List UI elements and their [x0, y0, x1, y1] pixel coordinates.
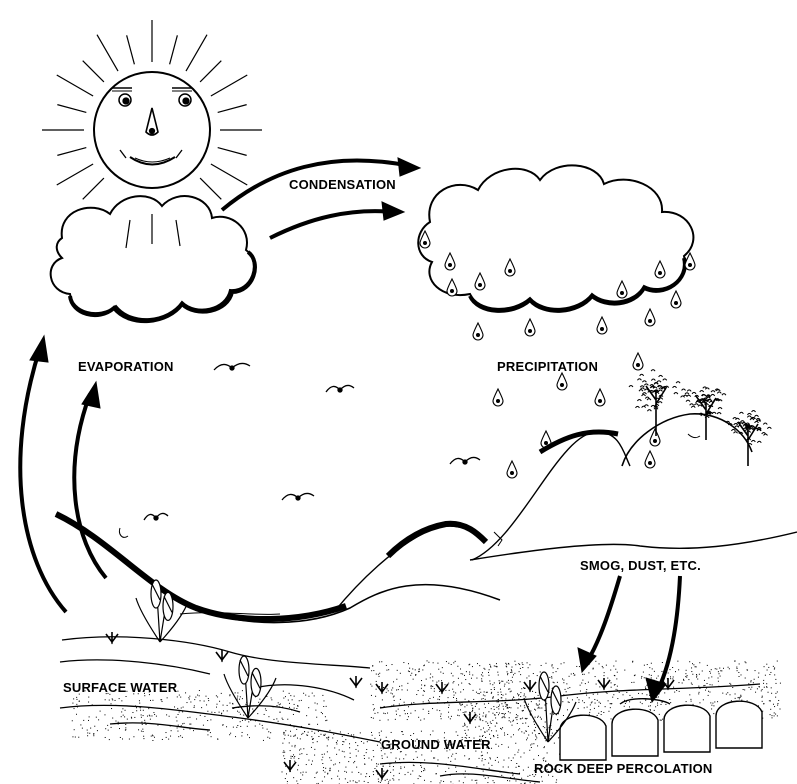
raindrop-icon	[556, 371, 568, 391]
grass-tuft-icon	[435, 682, 449, 695]
grass-tuft-icon	[375, 682, 389, 695]
raindrop-icon	[472, 321, 484, 341]
label-evaporation: EVAPORATION	[78, 359, 174, 374]
bedrock	[559, 698, 763, 761]
evaporation-arrows	[18, 334, 108, 614]
tree-icon	[628, 369, 686, 436]
raindrop-icon	[504, 257, 516, 277]
valley	[54, 511, 797, 624]
condensation-arrows	[220, 157, 422, 240]
grass-tuft-icon	[463, 712, 477, 725]
raindrop-icon	[644, 449, 656, 469]
raindrop-icon	[644, 307, 656, 327]
label-ground-water: GROUND WATER	[381, 737, 491, 752]
grass-tuft-icon	[349, 676, 363, 689]
ground-lines	[59, 636, 761, 783]
raindrop-icon	[649, 427, 661, 447]
raindrop-icon	[654, 259, 666, 279]
label-condensation: CONDENSATION	[289, 177, 396, 192]
raindrops	[419, 229, 696, 479]
cattail-icon	[135, 579, 189, 643]
tree-icon	[725, 409, 772, 466]
grass-tuft-icon	[215, 650, 229, 663]
raindrop-icon	[684, 251, 696, 271]
grass-tuft-icon	[283, 760, 297, 773]
raindrop-icon	[446, 277, 458, 297]
raindrop-icon	[444, 251, 456, 271]
grass-tuft-icon	[375, 768, 389, 781]
raindrop-icon	[506, 459, 518, 479]
raindrop-icon	[474, 271, 486, 291]
label-smog-dust: SMOG, DUST, ETC.	[580, 558, 701, 573]
raindrop-icon	[594, 387, 606, 407]
cloud-left-icon	[49, 195, 257, 323]
label-surface-water: SURFACE WATER	[63, 680, 178, 695]
trees	[628, 369, 772, 466]
cattail-icon	[523, 671, 577, 743]
grass-tuft-icon	[661, 678, 675, 691]
raindrop-icon	[670, 289, 682, 309]
tree-icon	[682, 386, 727, 440]
label-rock-deep-percolation: ROCK DEEP PERCOLATION	[534, 761, 713, 776]
raindrop-icon	[419, 229, 431, 249]
raindrop-icon	[632, 351, 644, 371]
birds	[143, 362, 481, 521]
cattail-icon	[223, 655, 277, 719]
grass-tuft-icon	[105, 632, 119, 645]
grass-tuft-icon	[523, 680, 537, 693]
raindrop-icon	[616, 279, 628, 299]
sun-lower-rays	[125, 214, 181, 249]
grass-tuft-icon	[597, 678, 611, 691]
raindrop-icon	[524, 317, 536, 337]
sun-icon	[42, 20, 262, 200]
right-hill	[471, 413, 753, 561]
cloud-right-icon	[417, 164, 695, 313]
raindrop-icon	[492, 387, 504, 407]
plants	[105, 579, 675, 781]
raindrop-icon	[596, 315, 608, 335]
label-precipitation: PRECIPITATION	[497, 359, 599, 374]
sun-rays	[42, 20, 262, 200]
